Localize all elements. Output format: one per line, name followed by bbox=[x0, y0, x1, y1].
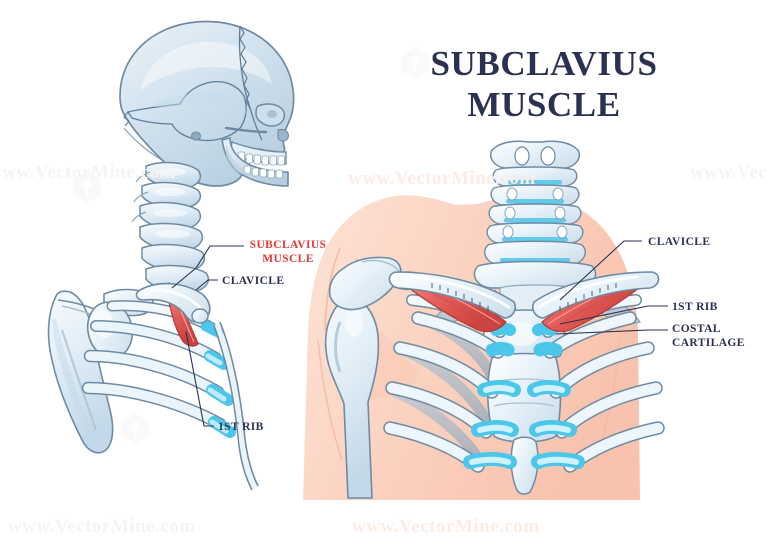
page-title: SUBCLAVIUS MUSCLE bbox=[384, 44, 704, 125]
title-line-2: MUSCLE bbox=[467, 84, 621, 124]
right-figure-leader-lines bbox=[555, 240, 668, 335]
costal-cartilage bbox=[463, 342, 585, 469]
lower-teeth bbox=[243, 165, 283, 179]
label-clavicle-right: CLAVICLE bbox=[648, 236, 711, 248]
label-subclavius-muscle-left: SUBCLAVIUS MUSCLE bbox=[249, 239, 327, 266]
left-figure-leader-lines bbox=[171, 245, 244, 427]
label-first-rib-right: 1ST RIB bbox=[672, 301, 718, 313]
humerus bbox=[324, 295, 380, 499]
clavicle-left-figure bbox=[135, 282, 211, 324]
skull bbox=[119, 20, 295, 187]
label-first-rib-left: 1ST RIB bbox=[218, 421, 264, 433]
label-costal-cartilage-right: COSTAL CARTILAGE bbox=[672, 323, 745, 350]
costal-cartilage-left-figure bbox=[200, 320, 236, 438]
label-clavicle-left: CLAVICLE bbox=[222, 275, 285, 287]
xiphoid-process bbox=[510, 436, 539, 495]
scapula-left-figure bbox=[47, 288, 154, 454]
ribs-left-figure bbox=[81, 300, 259, 491]
clavicle-right-figure bbox=[388, 271, 660, 319]
title-line-1: SUBCLAVIUS bbox=[430, 44, 658, 83]
cervical-vertebrae-lateral bbox=[131, 161, 210, 294]
